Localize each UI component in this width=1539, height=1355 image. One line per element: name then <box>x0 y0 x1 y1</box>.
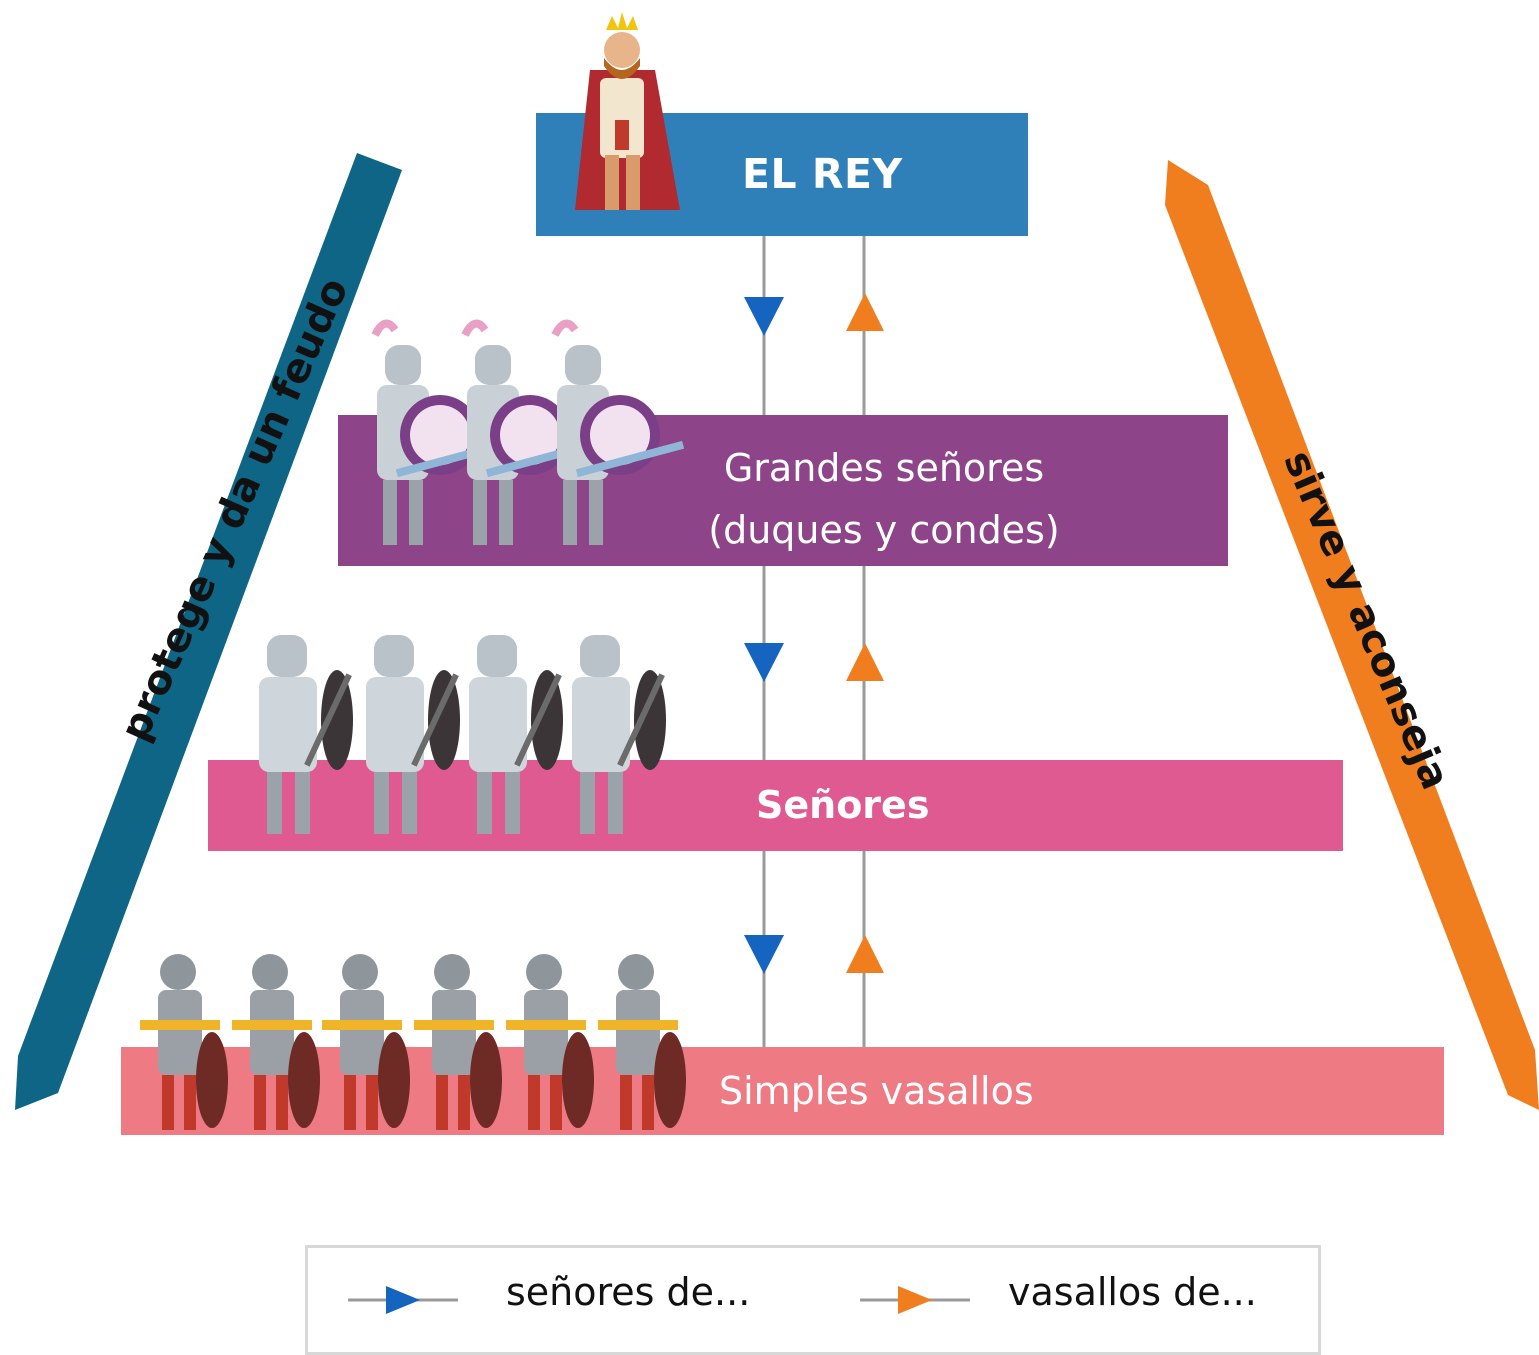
tier-simples-vasallos-label: Simples vasallos <box>719 1069 1034 1113</box>
down-arrow-2 <box>744 643 784 682</box>
up-arrow-1 <box>846 293 884 331</box>
legend-down-label: señores de... <box>506 1270 751 1314</box>
up-arrow-3 <box>846 935 884 973</box>
legend-down-arrow-icon <box>348 1286 458 1314</box>
tier-senores-label: Señores <box>756 783 930 827</box>
left-bar <box>15 153 402 1110</box>
right-bar <box>1165 160 1539 1110</box>
legend-up-arrow-icon <box>860 1286 970 1314</box>
down-arrow-1 <box>744 297 784 336</box>
down-arrow-3 <box>744 935 784 974</box>
great-lords-knights <box>371 319 685 545</box>
up-arrow-2 <box>846 643 884 681</box>
tier-senores: Señores <box>208 760 1343 851</box>
tier-grandes-line2: (duques y condes) <box>708 508 1060 552</box>
lords-knights <box>259 635 666 834</box>
tier-el-rey-label: EL REY <box>742 150 903 198</box>
king-figure <box>575 12 680 210</box>
tier-grandes-line1: Grandes señores <box>723 446 1045 490</box>
legend: señores de... vasallos de... <box>305 1245 1321 1355</box>
legend-up-label: vasallos de... <box>1008 1270 1257 1314</box>
tier-grandes-senores-label: Grandes señores (duques y condes) <box>674 437 1094 561</box>
simple-vassals-soldiers <box>140 954 686 1130</box>
